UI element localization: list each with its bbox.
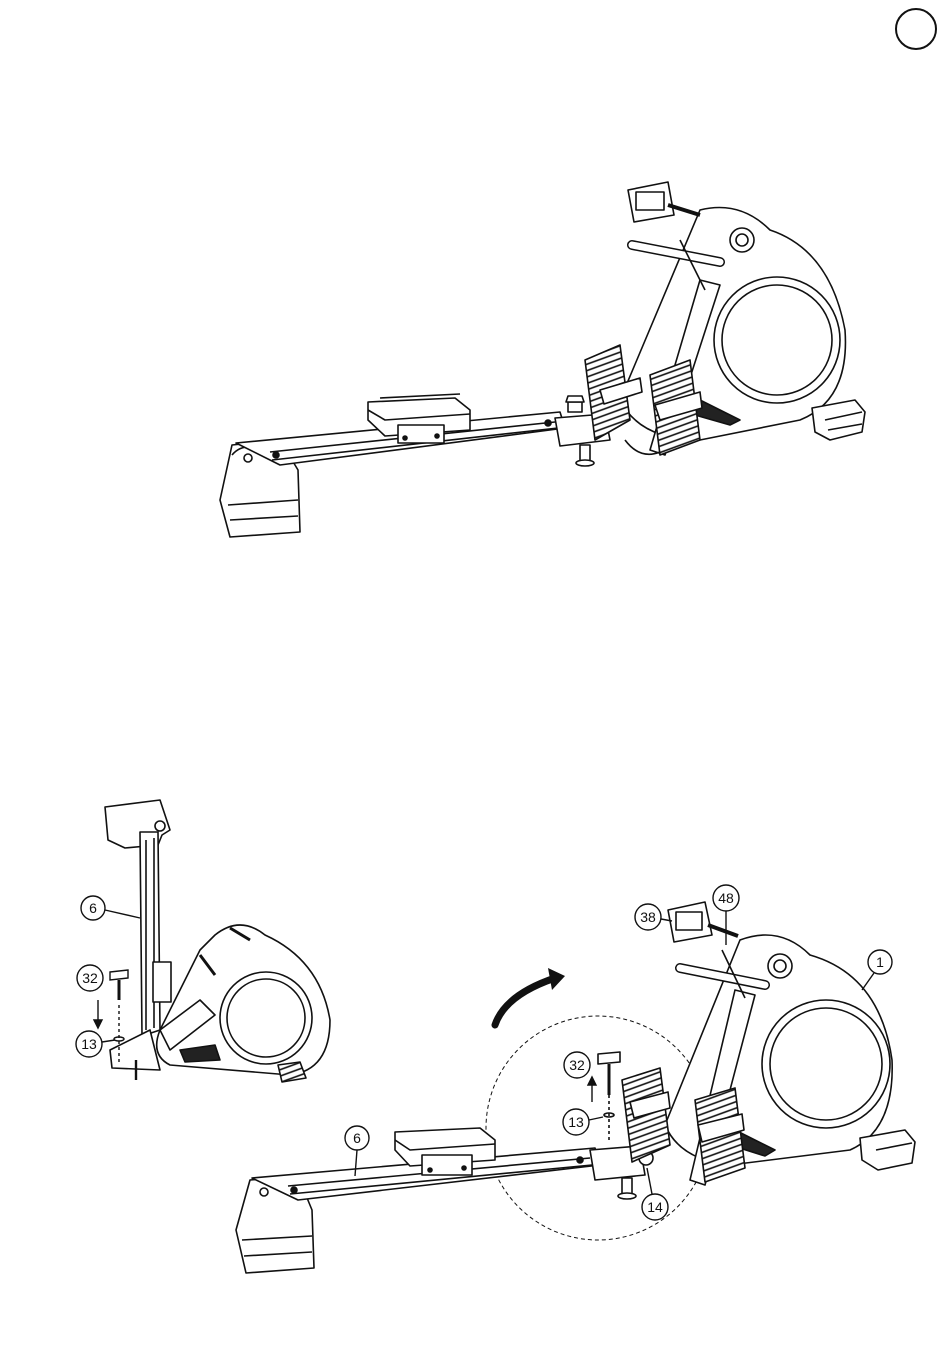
rowing-machine-unfolding [236, 902, 915, 1273]
front-foot-b [860, 1130, 915, 1170]
callout-38: 38 [640, 909, 656, 925]
callout-13-left: 13 [81, 1036, 97, 1052]
callout-6-left: 6 [89, 900, 97, 916]
callout-32-left: 32 [82, 970, 98, 986]
front-foot [812, 400, 865, 440]
rowing-machine-assembled [220, 182, 865, 537]
console [628, 182, 700, 222]
rowing-machine-folded [105, 800, 330, 1082]
folded-flywheel-housing [157, 925, 330, 1082]
callout-13-right: 13 [568, 1114, 584, 1130]
callout-48: 48 [718, 890, 734, 906]
knob-detail [598, 1052, 620, 1140]
callout-14: 14 [647, 1199, 663, 1215]
callout-1: 1 [876, 954, 884, 970]
callout-6-right: 6 [353, 1130, 361, 1146]
rotation-arrow [495, 968, 565, 1025]
callout-32-right: 32 [569, 1057, 585, 1073]
